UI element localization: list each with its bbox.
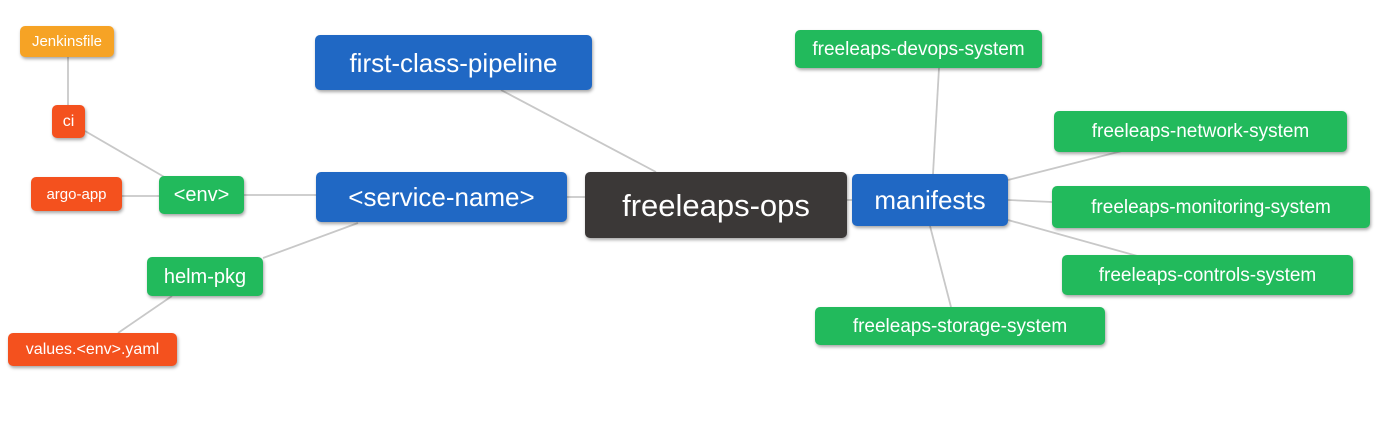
node-ci-label: ci [62,112,75,130]
edge-manifests-freeleaps-network-system [1007,150,1123,181]
node-manifests[interactable]: manifests [852,174,1008,226]
node-freeleaps-devops-system[interactable]: freeleaps-devops-system [795,30,1042,68]
edge-manifests-freeleaps-monitoring-system [1007,199,1053,203]
node-argo-app[interactable]: argo-app [31,177,122,211]
node-values-env-yaml[interactable]: values.<env>.yaml [8,333,177,366]
edge-helm-pkg-values-env-yaml [117,295,173,334]
node-manifests-label: manifests [874,185,986,215]
node-freeleaps-ops[interactable]: freeleaps-ops [585,172,847,238]
node-argo-app-label: argo-app [46,185,107,203]
edge-first-class-pipeline-freeleaps-ops [500,89,657,173]
node-service-name[interactable]: <service-name> [316,172,567,222]
node-freeleaps-controls-system[interactable]: freeleaps-controls-system [1062,255,1353,295]
node-freeleaps-devops-system-label: freeleaps-devops-system [812,38,1025,60]
node-freeleaps-storage-system[interactable]: freeleaps-storage-system [815,307,1105,345]
node-freeleaps-monitoring-system[interactable]: freeleaps-monitoring-system [1052,186,1370,228]
node-first-class-pipeline-label: first-class-pipeline [349,47,558,78]
node-freeleaps-ops-label: freeleaps-ops [622,187,810,223]
node-helm-pkg-label: helm-pkg [163,265,247,288]
node-freeleaps-controls-system-label: freeleaps-controls-system [1098,264,1317,286]
node-ci[interactable]: ci [52,105,85,138]
node-helm-pkg[interactable]: helm-pkg [147,257,263,296]
edge-service-name-helm-pkg [262,222,359,259]
node-values-env-yaml-label: values.<env>.yaml [25,340,160,358]
node-env-label: <env> [173,184,230,206]
edge-ci-env [84,130,167,179]
node-first-class-pipeline[interactable]: first-class-pipeline [315,35,592,90]
node-freeleaps-storage-system-label: freeleaps-storage-system [852,315,1068,337]
node-freeleaps-network-system[interactable]: freeleaps-network-system [1054,111,1347,152]
node-env[interactable]: <env> [159,176,244,214]
node-jenkinsfile[interactable]: Jenkinsfile [20,26,114,57]
edge-manifests-freeleaps-devops-system [932,67,940,175]
node-jenkinsfile-label: Jenkinsfile [31,33,103,50]
node-freeleaps-network-system-label: freeleaps-network-system [1091,121,1310,142]
edge-manifests-freeleaps-storage-system [929,225,952,308]
node-service-name-label: <service-name> [348,182,535,212]
node-freeleaps-monitoring-system-label: freeleaps-monitoring-system [1091,196,1331,218]
